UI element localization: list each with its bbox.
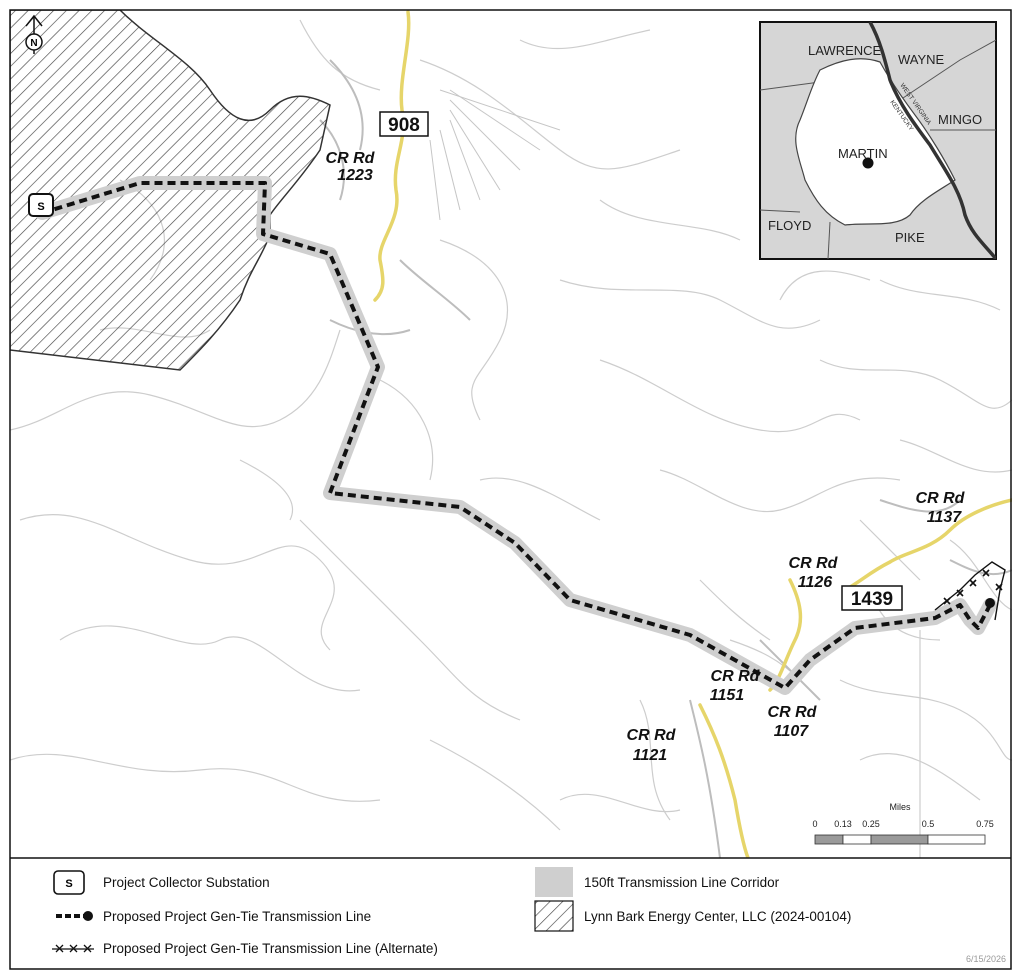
substation-marker-label: S	[37, 201, 44, 213]
scale-tick-1: 0.13	[834, 819, 852, 829]
legend-item-corridor: 150ft Transmission Line Corridor	[535, 867, 780, 897]
dashed-line-icon	[56, 911, 93, 921]
legend-substation-symbol: S	[65, 878, 72, 890]
shield-908-label: 908	[388, 115, 420, 136]
legend-item-gen-tie: Proposed Project Gen-Tie Transmission Li…	[56, 909, 371, 924]
road-label-1151-line1: CR Rd	[711, 668, 761, 685]
legend-label-gen-tie: Proposed Project Gen-Tie Transmission Li…	[103, 909, 371, 924]
substation-marker: S	[28, 193, 54, 217]
inset-label-floyd: FLOYD	[768, 218, 811, 233]
scale-unit-label: Miles	[889, 802, 911, 812]
map-content: S 908 1439 CR Rd 1223 CR Rd 1137 CR Rd 1…	[10, 10, 1012, 858]
inset-label-martin: MARTIN	[838, 146, 888, 161]
highway-908	[373, 10, 411, 302]
road-label-1151-line2: 1151	[710, 687, 745, 704]
inset-label-wayne: WAYNE	[898, 52, 945, 67]
hatch-swatch-icon	[534, 900, 574, 932]
scale-tick-2: 0.25	[862, 819, 880, 829]
road-label-1121-line1: CR Rd	[627, 727, 677, 744]
gen-tie-endpoint	[985, 598, 995, 608]
legend: S Project Collector Substation Proposed …	[52, 867, 1006, 964]
road-label-1121-line2: 1121	[633, 747, 668, 764]
road-1121-segment	[698, 703, 750, 858]
inset-map: LAWRENCE WAYNE MINGO MARTIN FLOYD PIKE W…	[759, 21, 997, 260]
inset-label-pike: PIKE	[895, 230, 925, 245]
legend-item-gen-tie-alternate: Proposed Project Gen-Tie Transmission Li…	[52, 941, 438, 956]
alternate-x-marks	[943, 569, 1003, 605]
date-stamp: 6/15/2026	[966, 954, 1006, 964]
road-label-1126-line1: CR Rd	[789, 555, 839, 572]
legend-item-energy-center: Lynn Bark Energy Center, LLC (2024-00104…	[534, 900, 851, 932]
shield-1439-label: 1439	[851, 589, 893, 610]
shield-908: 908	[379, 111, 429, 137]
scale-tick-3: 0.5	[922, 819, 935, 829]
inset-state-line	[868, 22, 996, 259]
road-label-1223-line2: 1223	[337, 167, 373, 184]
road-label-1223-line1: CR Rd	[326, 150, 376, 167]
road-label-1107-line1: CR Rd	[768, 704, 818, 721]
highway-1439-east	[843, 498, 1012, 592]
road-label-1107-line2: 1107	[774, 723, 810, 740]
gen-tie-alternate-line	[934, 561, 1006, 621]
scale-tick-4: 0.75	[976, 819, 994, 829]
road-label-1137-line1: CR Rd	[916, 490, 966, 507]
road-label-1137-line2: 1137	[927, 509, 963, 526]
x-line-icon	[52, 944, 94, 953]
figure-border	[9, 9, 1012, 970]
gray-swatch-icon	[535, 867, 573, 897]
inset-martin-marker	[862, 157, 874, 169]
legend-label-energy-center: Lynn Bark Energy Center, LLC (2024-00104…	[584, 909, 851, 924]
inset-label-lawrence: LAWRENCE	[808, 43, 882, 58]
legend-label-corridor: 150ft Transmission Line Corridor	[584, 875, 780, 890]
legend-label-substation: Project Collector Substation	[103, 875, 270, 890]
legend-item-substation: S Project Collector Substation	[53, 870, 270, 895]
north-arrow-icon: N	[25, 14, 43, 54]
scale-tick-0: 0	[812, 819, 817, 829]
scale-bar: Miles 0 0.13 0.25 0.5 0.75	[812, 802, 994, 845]
legend-label-gen-tie-alternate: Proposed Project Gen-Tie Transmission Li…	[103, 941, 438, 956]
inset-label-mingo: MINGO	[938, 112, 982, 127]
north-arrow-label: N	[30, 38, 37, 49]
gen-tie-line	[41, 181, 992, 690]
road-label-1126-line2: 1126	[798, 574, 833, 591]
substation-icon	[53, 870, 85, 895]
terrain-lines	[429, 89, 561, 221]
state-highways	[373, 10, 1012, 858]
shield-1439: 1439	[841, 585, 903, 611]
